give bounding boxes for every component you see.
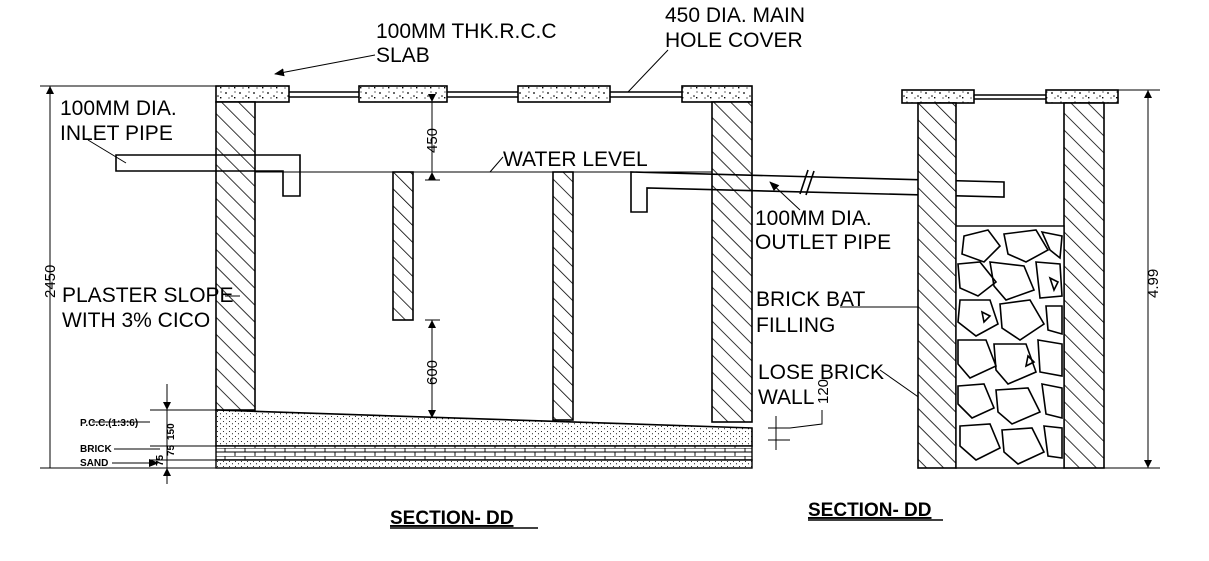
- section-title-left: SECTION- DD: [390, 508, 514, 529]
- dim-120: 120: [815, 379, 832, 404]
- label-pcc: P.C.C.(1:3:6): [80, 418, 138, 429]
- right-section-right-wall: [1063, 102, 1105, 469]
- right-section: 4.99 SECTION- DD: [808, 89, 1162, 521]
- sand-layer: [215, 459, 753, 469]
- label-manhole-line1: 450 DIA. MAIN: [665, 4, 805, 27]
- label-outlet-line2: OUTLET PIPE: [755, 231, 891, 254]
- slab-segment-1: [215, 85, 290, 103]
- label-manhole-line2: HOLE COVER: [665, 29, 803, 52]
- label-slab-line2: SLAB: [376, 44, 430, 67]
- baffle-wall-1: [392, 171, 414, 321]
- label-inlet-line1: 100MM DIA.: [60, 97, 177, 120]
- inlet-pipe: [115, 154, 301, 197]
- baffle-wall-2: [552, 171, 574, 421]
- label-outlet-line1: 100MM DIA.: [755, 207, 872, 230]
- dim-4-99: 4.99: [1145, 269, 1162, 298]
- brick-layer: [215, 445, 753, 461]
- dim-450: 450: [424, 128, 441, 153]
- label-brick-bat-line1: BRICK BAT: [756, 288, 865, 311]
- label-water-level: WATER LEVEL: [503, 148, 648, 171]
- pcc-floor: [215, 409, 753, 447]
- label-lose-brick-line2: WALL: [758, 386, 814, 409]
- label-sand: SAND: [80, 458, 108, 469]
- label-slab-line1: 100MM THK.R.C.C: [376, 20, 556, 43]
- label-plaster-line1: PLASTER SLOPE: [62, 284, 234, 307]
- left-section: 450 600 2450 150 75 75 120: [40, 4, 1005, 529]
- label-plaster-line2: WITH 3% CICO: [62, 309, 210, 332]
- dim-2450: 2450: [42, 265, 59, 298]
- slab-segment-2: [358, 85, 448, 103]
- right-slab-segment-2: [1045, 89, 1119, 104]
- brick-bat-filling: [955, 225, 1065, 469]
- dim-75a: 75: [166, 444, 177, 456]
- slab-segment-3: [517, 85, 611, 103]
- dim-600: 600: [424, 360, 441, 385]
- label-lose-brick-line1: LOSE BRICK: [758, 361, 884, 384]
- slab-segment-4: [681, 85, 753, 103]
- label-brick: BRICK: [80, 444, 112, 455]
- left-outer-wall: [215, 101, 256, 411]
- right-slab-segment-1: [901, 89, 975, 104]
- section-title-right: SECTION- DD: [808, 500, 932, 521]
- label-inlet-line2: INLET PIPE: [60, 122, 173, 145]
- label-brick-bat-line2: FILLING: [756, 314, 835, 337]
- right-outer-wall: [711, 101, 753, 423]
- right-section-left-wall: [917, 102, 957, 469]
- dim-75b: 75: [155, 454, 166, 466]
- dim-150: 150: [166, 423, 177, 440]
